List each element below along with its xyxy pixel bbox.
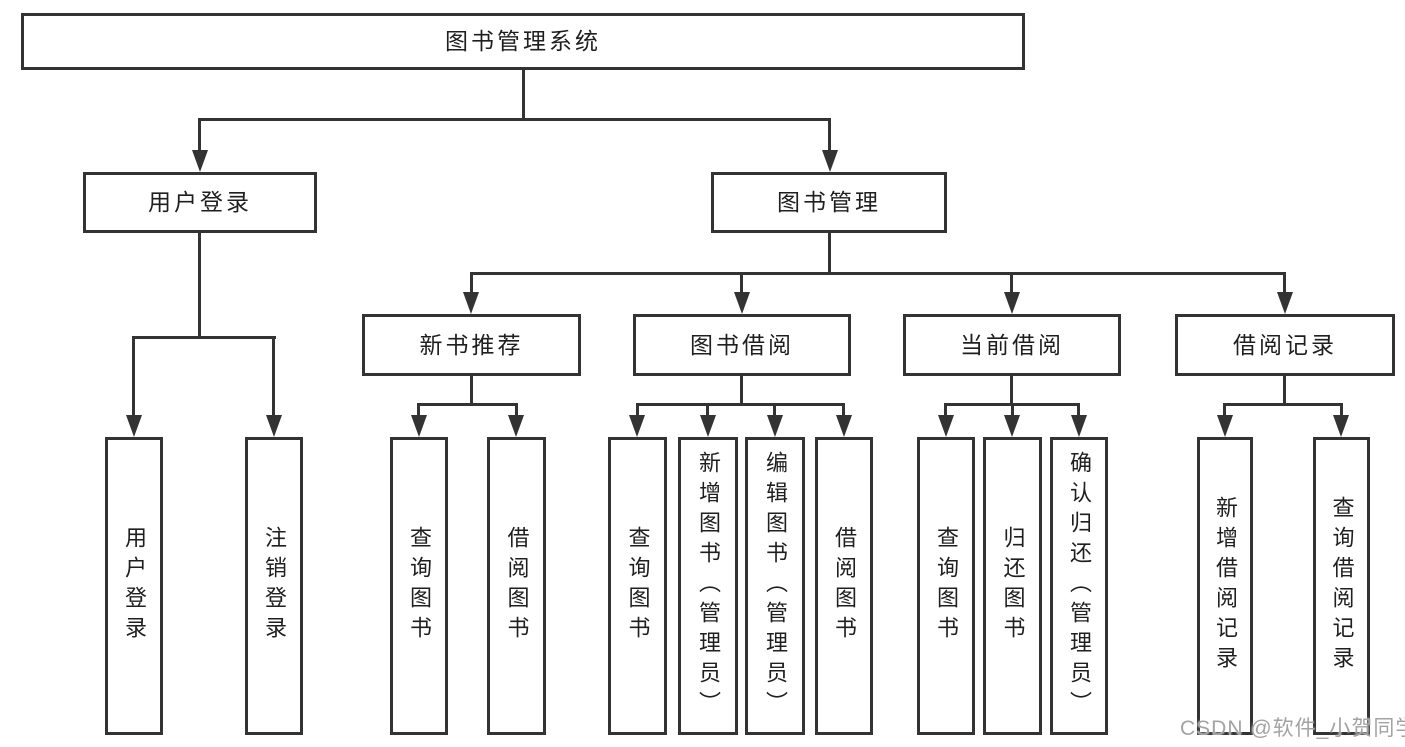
arrow-down-icon: [767, 415, 783, 437]
arrow-down-icon: [938, 415, 954, 437]
edge-line: [1010, 376, 1013, 406]
edge-line: [1283, 272, 1286, 294]
edge-line: [132, 336, 135, 417]
node-leaf-logout-label: 注销登录: [262, 526, 287, 646]
node-user-login: 用户登录: [83, 172, 317, 233]
node-leaf-cb-query-book-label: 查询图书: [934, 526, 959, 646]
csdn-watermark: CSDN @软件_小贺同学: [1180, 717, 1405, 740]
node-leaf-bb-borrow-book-label: 借阅图书: [832, 526, 857, 646]
edge-line: [1011, 403, 1014, 417]
node-leaf-bb-add-book-label: 新增图书（管理员）: [696, 451, 721, 721]
edge-line: [944, 403, 947, 417]
arrow-down-icon: [629, 415, 645, 437]
node-leaf-br-query-record-label: 查询借阅记录: [1329, 496, 1355, 676]
edge-line: [272, 336, 275, 417]
arrow-down-icon: [126, 415, 142, 437]
node-leaf-bb-borrow-book: 借阅图书: [815, 437, 873, 735]
node-leaf-cb-return-book-label: 归还图书: [1000, 526, 1026, 646]
node-borrowing-records-label: 借阅记录: [1233, 331, 1337, 358]
arrow-down-icon: [508, 415, 524, 437]
node-new-book-recommend-label: 新书推荐: [419, 331, 524, 358]
node-book-management-label: 图书管理: [777, 189, 881, 215]
edge-line: [198, 233, 201, 338]
edge-line: [740, 376, 743, 406]
node-leaf-bb-add-book: 新增图书（管理员）: [678, 437, 738, 735]
node-leaf-user-login: 用户登录: [105, 437, 163, 735]
edge-line: [706, 403, 709, 417]
arrow-down-icon: [192, 150, 208, 172]
edge-line: [515, 403, 518, 417]
node-leaf-cb-query-book: 查询图书: [917, 437, 975, 735]
arrow-down-icon: [266, 415, 282, 437]
arrow-down-icon: [1333, 415, 1349, 437]
edge-line: [198, 118, 201, 152]
arrow-down-icon: [1277, 292, 1293, 314]
node-leaf-bb-edit-book-label: 编辑图书（管理员）: [763, 451, 788, 721]
node-book-management: 图书管理: [711, 172, 947, 233]
edge-line: [1283, 376, 1286, 406]
node-leaf-rec-query-book: 查询图书: [390, 437, 448, 735]
node-leaf-br-query-record: 查询借阅记录: [1313, 437, 1370, 735]
edge-line: [636, 403, 639, 417]
edge-line: [740, 272, 743, 294]
node-leaf-bb-query-book: 查询图书: [608, 437, 667, 735]
node-leaf-user-login-label: 用户登录: [122, 526, 147, 646]
edge-line: [132, 336, 276, 339]
node-leaf-cb-confirm-return-label: 确认归还（管理员）: [1067, 451, 1092, 721]
node-leaf-logout: 注销登录: [245, 437, 303, 735]
node-borrowing-records: 借阅记录: [1175, 314, 1395, 376]
node-leaf-br-add-record: 新增借阅记录: [1197, 437, 1253, 735]
node-current-borrowing: 当前借阅: [903, 314, 1121, 376]
edge-line: [1223, 403, 1343, 406]
edge-line: [1010, 272, 1013, 294]
edge-line: [470, 376, 473, 406]
arrow-down-icon: [734, 292, 750, 314]
node-leaf-rec-borrow-book-label: 借阅图书: [504, 526, 530, 646]
edge-line: [522, 70, 525, 118]
arrow-down-icon: [1217, 415, 1233, 437]
node-root: 图书管理系统: [21, 13, 1025, 70]
node-current-borrowing-label: 当前借阅: [960, 331, 1064, 358]
arrow-down-icon: [411, 415, 427, 437]
edge-line: [198, 118, 831, 121]
edge-line: [773, 403, 776, 417]
node-book-borrowing-label: 图书借阅: [690, 331, 794, 358]
node-leaf-br-add-record-label: 新增借阅记录: [1213, 496, 1238, 676]
node-book-borrowing: 图书借阅: [633, 314, 851, 376]
edge-line: [417, 403, 518, 406]
node-root-label: 图书管理系统: [445, 28, 601, 54]
edge-line: [828, 233, 831, 275]
edge-line: [417, 403, 420, 417]
node-new-book-recommend: 新书推荐: [362, 314, 581, 376]
arrow-down-icon: [1004, 292, 1020, 314]
edge-line: [470, 272, 473, 294]
arrow-down-icon: [1071, 415, 1087, 437]
node-user-login-label: 用户登录: [148, 189, 252, 215]
edge-line: [1340, 403, 1343, 417]
arrow-down-icon: [700, 415, 716, 437]
edge-line: [828, 118, 831, 152]
edge-line: [1223, 403, 1226, 417]
arrow-down-icon: [1004, 415, 1020, 437]
arrow-down-icon: [463, 292, 479, 314]
edge-line: [470, 272, 1286, 275]
node-leaf-rec-query-book-label: 查询图书: [407, 526, 432, 646]
node-leaf-bb-edit-book: 编辑图书（管理员）: [745, 437, 805, 735]
edge-line: [842, 403, 845, 417]
node-leaf-cb-confirm-return: 确认归还（管理员）: [1050, 437, 1108, 735]
arrow-down-icon: [822, 150, 838, 172]
edge-line: [636, 403, 845, 406]
arrow-down-icon: [836, 415, 852, 437]
node-leaf-bb-query-book-label: 查询图书: [625, 526, 651, 646]
node-leaf-rec-borrow-book: 借阅图书: [487, 437, 546, 735]
edge-line: [1077, 403, 1080, 417]
node-leaf-cb-return-book: 归还图书: [983, 437, 1042, 735]
